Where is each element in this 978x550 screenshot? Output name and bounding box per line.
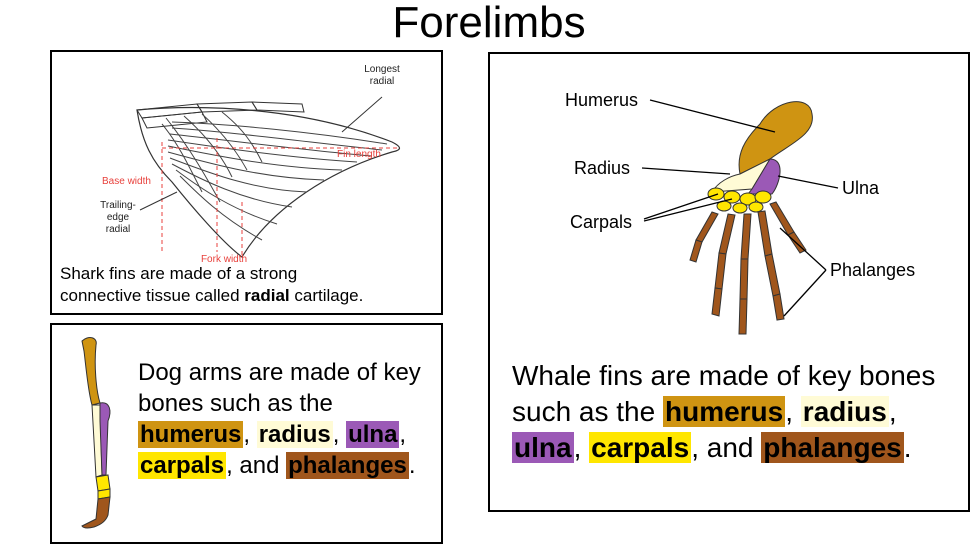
- dog-caption: Dog arms are made of key bones such as t…: [138, 357, 438, 481]
- dog-radius-highlight: radius: [256, 421, 333, 448]
- dog-caption-sep: ,: [243, 421, 257, 448]
- page-title: Forelimbs: [392, 0, 586, 47]
- shark-caption-line2a: connective tissue called: [60, 286, 245, 305]
- trailing-edge-label-line1: Trailing-: [100, 200, 136, 211]
- fork-width-label: Fork width: [201, 254, 247, 265]
- shark-fin-panel: Longest radial Fin length Base width Tra…: [50, 50, 443, 315]
- whale-phalanges-label: Phalanges: [830, 260, 915, 280]
- dog-caption-sep: ,: [332, 421, 347, 448]
- dog-ulna-highlight: ulna: [346, 421, 400, 448]
- whale-caption-sep: ,: [785, 396, 801, 427]
- dog-arm-diagram: [81, 337, 111, 529]
- whale-fin-panel: Humerus Radius Carpals Ulna Phalanges Wh…: [488, 52, 970, 512]
- whale-caption-intro: Whale fins are made of key bones such as…: [512, 360, 936, 427]
- whale-caption-sep: ,: [888, 396, 897, 427]
- whale-carpals-highlight: carpals: [589, 432, 692, 463]
- dog-caption-end: .: [408, 452, 416, 479]
- shark-caption-line1: Shark fins are made of a strong: [60, 264, 298, 283]
- trailing-edge-label-line3: radial: [106, 224, 130, 235]
- whale-radius-highlight: radius: [800, 396, 889, 427]
- dog-caption-sep: , and: [226, 452, 287, 479]
- whale-caption-sep: ,: [573, 432, 590, 463]
- whale-phalanges-highlight: phalanges: [761, 432, 904, 463]
- trailing-edge-label-line2: edge: [107, 212, 130, 223]
- longest-radial-label-line1: Longest: [364, 64, 400, 75]
- shark-caption-line2b: cartilage.: [289, 286, 364, 305]
- whale-radius-label: Radius: [574, 158, 630, 178]
- longest-radial-label-line2: radial: [370, 76, 394, 87]
- dog-phalanges-highlight: phalanges: [286, 452, 409, 479]
- whale-fin-diagram: Humerus Radius Carpals Ulna Phalanges: [565, 90, 915, 335]
- shark-caption: Shark fins are made of a strong connecti…: [60, 263, 440, 307]
- shark-fin-diagram: Longest radial Fin length Base width Tra…: [100, 64, 401, 265]
- whale-carpals-label: Carpals: [570, 212, 632, 232]
- base-width-label: Base width: [102, 176, 151, 187]
- whale-humerus-label: Humerus: [565, 90, 638, 110]
- dog-caption-intro: Dog arms are made of key bones such as t…: [138, 359, 421, 417]
- dog-caption-sep: ,: [399, 421, 407, 448]
- dog-arm-panel: Dog arms are made of key bones such as t…: [50, 323, 443, 544]
- whale-caption: Whale fins are made of key bones such as…: [512, 358, 962, 466]
- dog-humerus-highlight: humerus: [138, 421, 244, 448]
- whale-ulna-label: Ulna: [842, 178, 880, 198]
- fin-length-label: Fin length: [337, 149, 381, 160]
- radial-term: radial: [244, 286, 290, 305]
- whale-ulna-highlight: ulna: [512, 432, 574, 463]
- whale-caption-end: .: [903, 432, 912, 463]
- whale-humerus-highlight: humerus: [662, 396, 786, 427]
- whale-caption-sep: , and: [691, 432, 762, 463]
- dog-carpals-highlight: carpals: [138, 452, 227, 479]
